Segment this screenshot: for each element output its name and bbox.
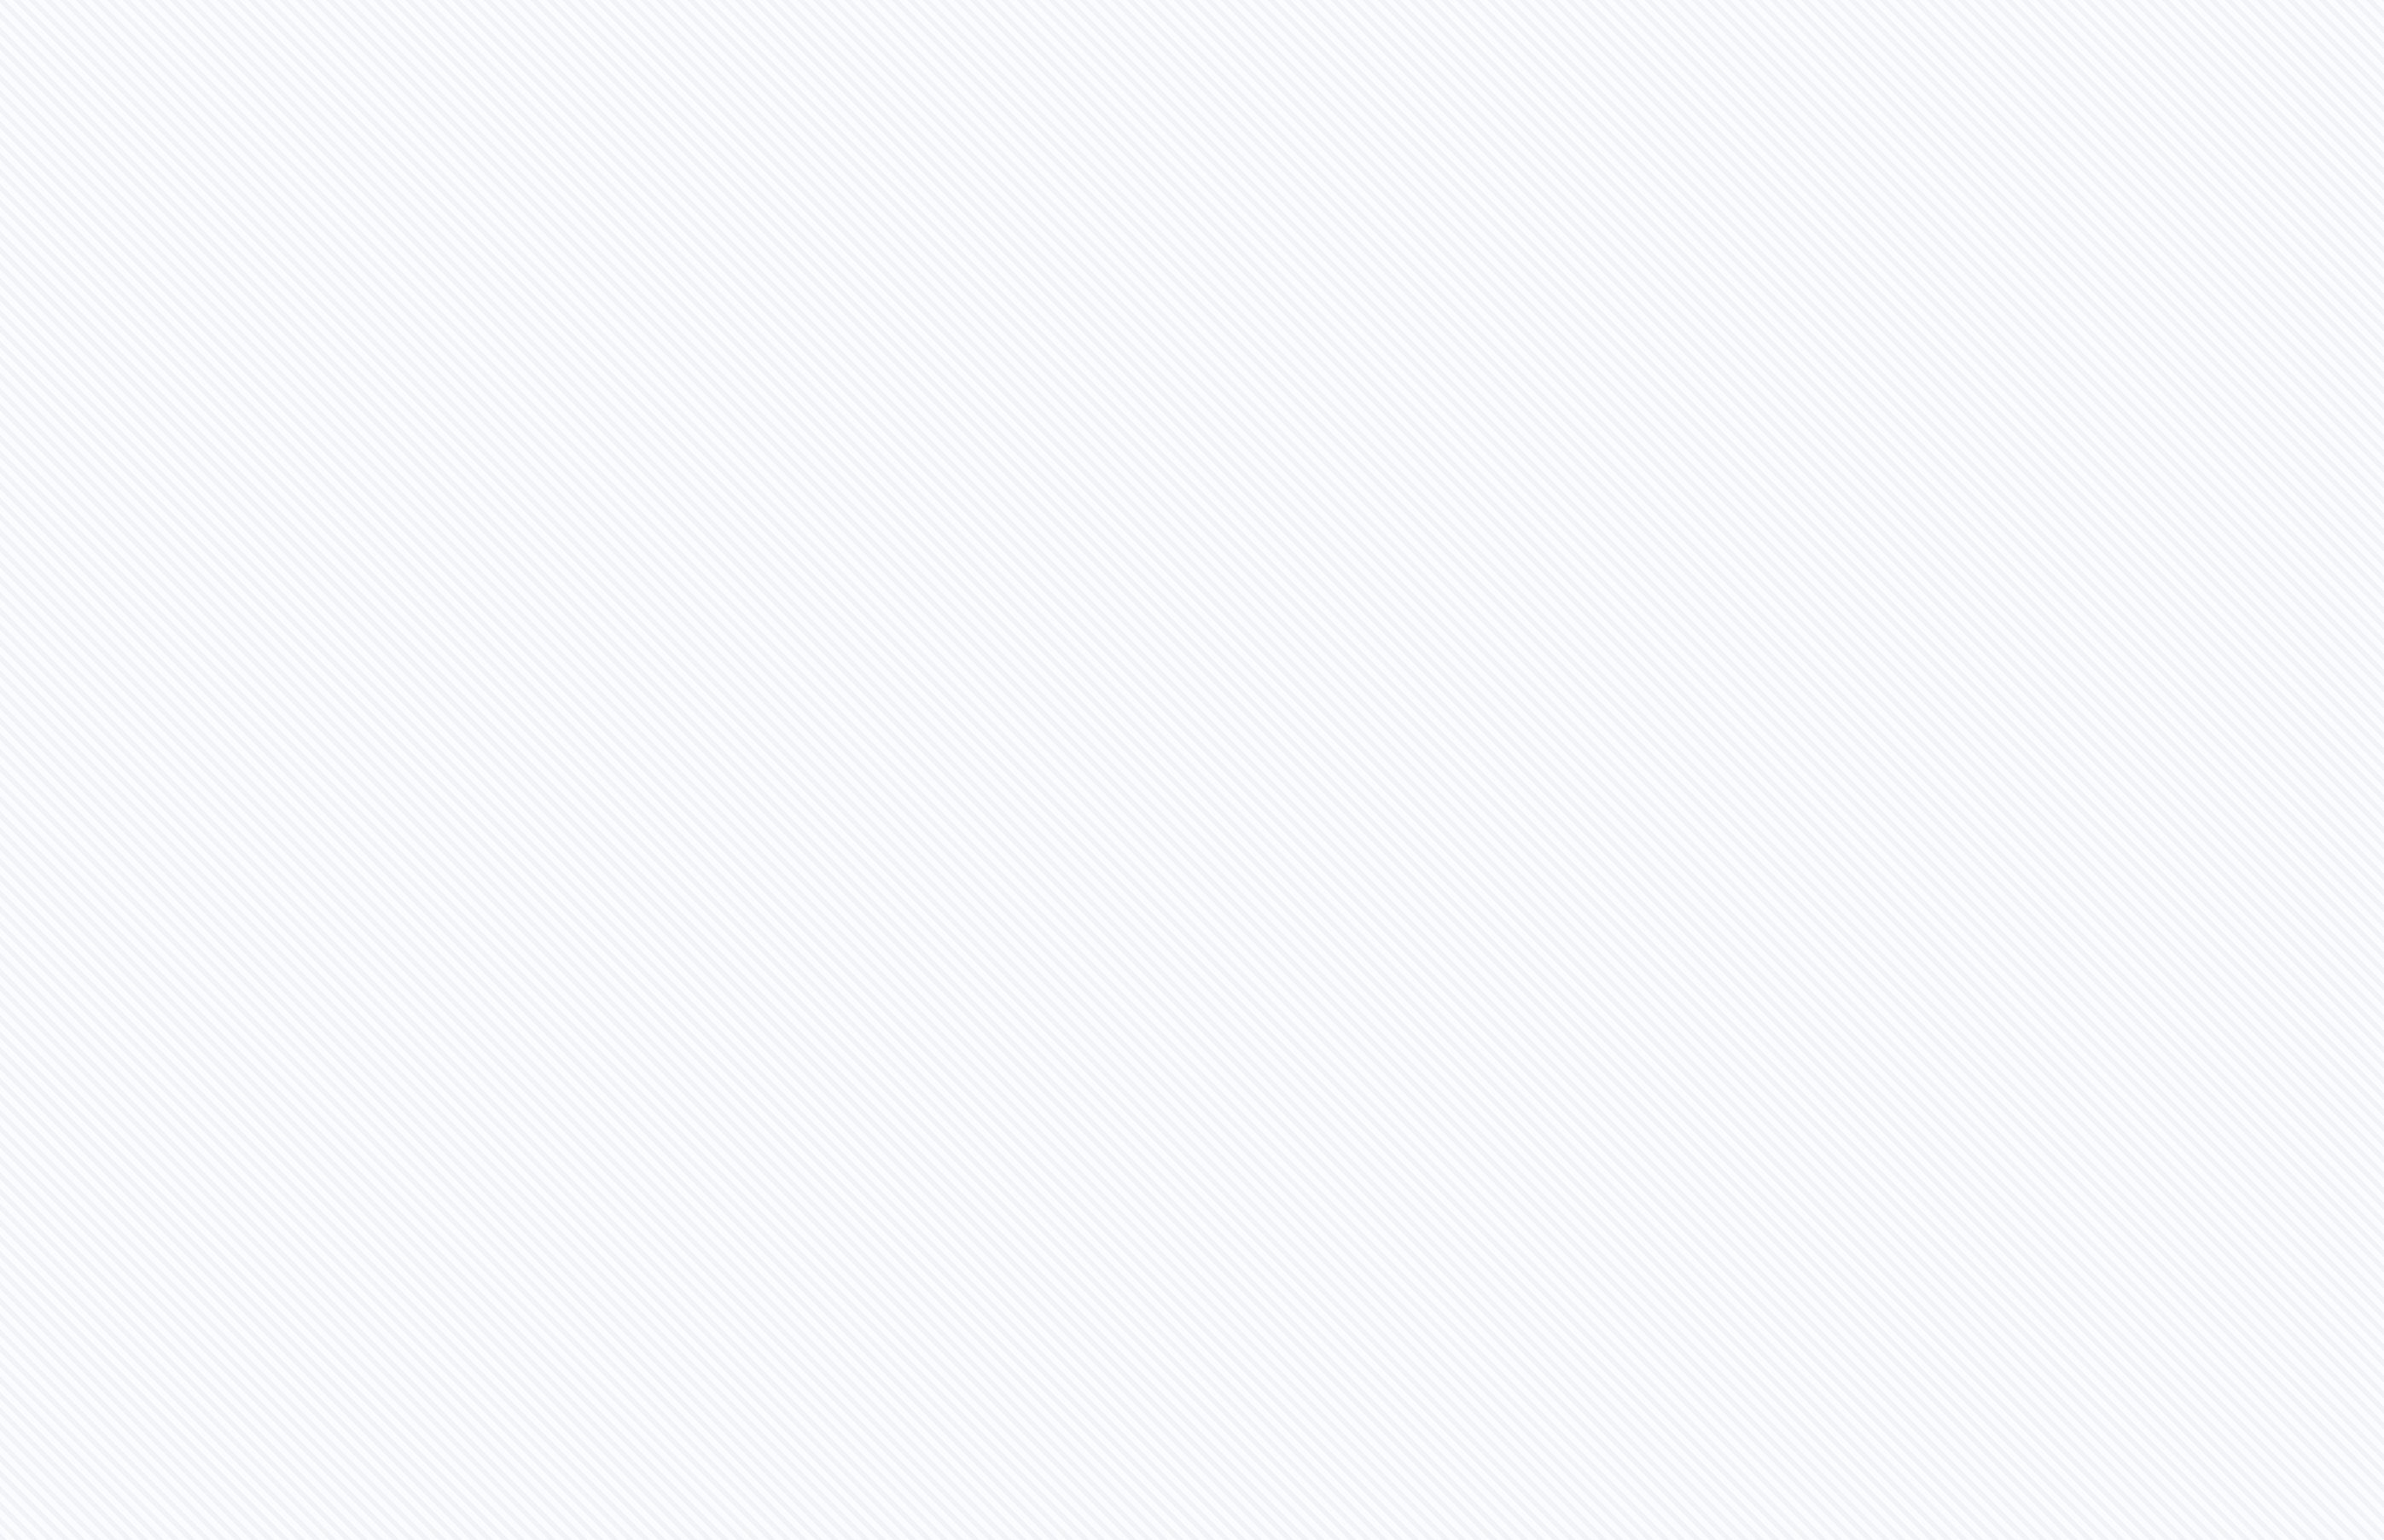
connections-layer	[0, 0, 2384, 1540]
workflow-canvas[interactable]	[0, 0, 2384, 1540]
